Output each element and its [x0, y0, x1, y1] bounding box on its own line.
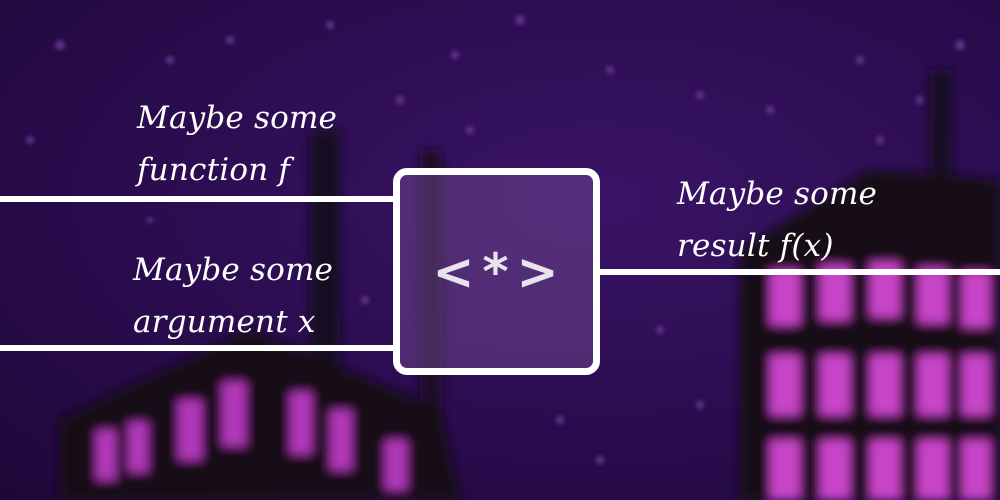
input-label-argument: Maybe some argument x: [133, 244, 333, 348]
output-label-result: Maybe some result f(x): [677, 168, 877, 272]
input-label-function-line2: function f: [137, 152, 291, 188]
input-label-argument-line1: Maybe some: [133, 252, 334, 288]
output-wire-result: [598, 269, 1000, 275]
apply-operator-box: <*>: [393, 168, 600, 375]
output-label-result-line2: result f(x): [677, 228, 834, 264]
input-wire-function: [0, 196, 396, 202]
input-label-function-line1: Maybe some: [137, 100, 338, 136]
output-label-result-line1: Maybe some: [677, 176, 878, 212]
input-wire-argument: [0, 345, 396, 351]
apply-operator-symbol: <*>: [432, 242, 567, 301]
input-label-argument-line2: argument x: [133, 304, 316, 340]
input-label-function: Maybe some function f: [137, 92, 337, 196]
